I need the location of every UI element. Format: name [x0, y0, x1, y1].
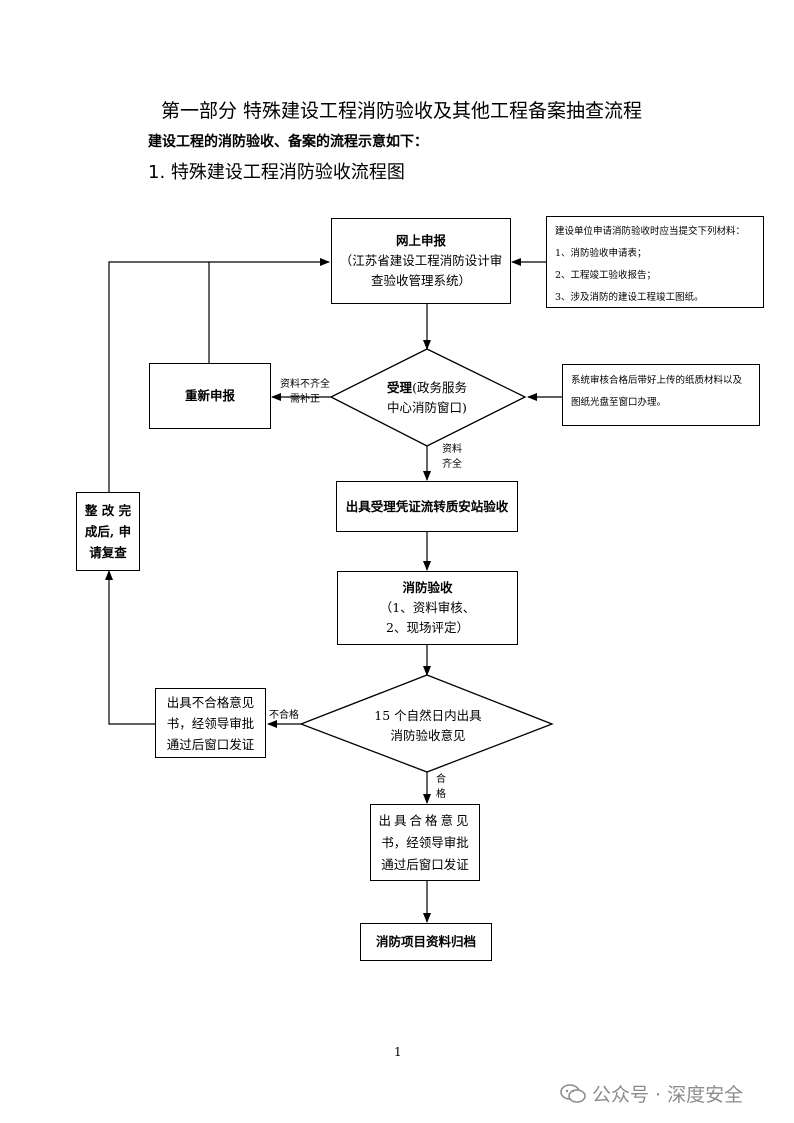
fail-label: 不合格	[269, 710, 299, 721]
pass-line1-text: 出具合格意见	[378, 812, 472, 828]
accept-text: 受理(政务服务 中心消防窗口)	[351, 378, 503, 418]
online-line1: （江苏省建设工程消防设计审	[339, 253, 503, 268]
inspection-title: 消防验收	[402, 580, 453, 595]
page-subtitle: 建设工程的消防验收、备案的流程示意如下：	[148, 134, 428, 150]
materials-intro: 建设单位申请消防验收时应当提交下列材料：	[555, 226, 746, 237]
watermark: 公众号 · 深度安全	[560, 1080, 743, 1107]
materials-item-1: 1、消防验收申请表；	[555, 248, 647, 259]
fail-line3: 通过后窗口发证	[166, 736, 255, 752]
complete-line1: 资料	[442, 444, 462, 455]
online-line2: 查验收管理系统）	[370, 273, 471, 288]
online-title: 网上申报	[395, 233, 446, 248]
complete-line2: 齐全	[442, 459, 462, 470]
online-application-box: 网上申报 （江苏省建设工程消防设计审 查验收管理系统）	[331, 218, 511, 304]
arrow-reapply-to-online	[208, 258, 330, 363]
inspection-line2: 2、现场评定）	[386, 620, 469, 635]
fail-opinion-box: 出具不合格意见 书，经领导审批 通过后窗口发证	[155, 688, 266, 758]
reapply-box: 重新申报	[149, 363, 271, 429]
transfer-box: 出具受理凭证流转质安站验收	[336, 481, 518, 532]
incomplete-line1: 资料不齐全	[280, 379, 330, 390]
fail-line1: 出具不合格意见	[166, 694, 255, 710]
rectify-line2: 成后, 申	[84, 524, 132, 539]
materials-item-2: 2、工程竣工验收报告；	[555, 270, 657, 281]
decision-line2: 消防验收意见	[390, 728, 466, 743]
transfer-title: 出具受理凭证流转质安站验收	[345, 498, 509, 514]
accept-line2: 中心消防窗口)	[387, 400, 467, 415]
section-title: 1. 特殊建设工程消防验收流程图	[148, 162, 405, 183]
wechat-icon	[560, 1083, 586, 1104]
reapply-title: 重新申报	[184, 388, 235, 403]
pass-opinion-box: 出具合格意见 书，经领导审批 通过后窗口发证	[370, 804, 480, 881]
inspection-line1: （1、资料审核、	[379, 600, 476, 615]
pass-line2: 格	[436, 789, 446, 800]
system-note-text: 系统审核合格后带好上传的纸质材料以及图纸光盘至窗口办理。	[571, 375, 743, 408]
arrow-fail-to-rectify	[105, 570, 155, 725]
rectify-line3: 请复查	[89, 545, 127, 560]
rectify-line1: 整 改 完	[84, 503, 132, 518]
pass-line3-text: 通过后窗口发证	[381, 856, 469, 872]
system-note: 系统审核合格后带好上传的纸质材料以及图纸光盘至窗口办理。	[562, 364, 760, 426]
archive-box: 消防项目资料归档	[360, 923, 492, 961]
pass-line1: 合	[436, 774, 446, 785]
arrow-rectify-to-online	[108, 261, 209, 492]
accept-diamond	[329, 348, 527, 447]
accept-title-rest: (政务服务	[412, 380, 467, 395]
inspection-box: 消防验收 （1、资料审核、 2、现场评定）	[337, 571, 518, 645]
pass-label: 合 格	[434, 772, 448, 802]
accept-title: 受理	[387, 380, 413, 395]
archive-title: 消防项目资料归档	[375, 934, 476, 949]
page-number: 1	[394, 1045, 402, 1059]
pass-line2-text: 书，经领导审批	[381, 834, 469, 850]
decision-diamond	[299, 674, 554, 773]
materials-note: 建设单位申请消防验收时应当提交下列材料： 1、消防验收申请表； 2、工程竣工验收…	[546, 216, 764, 308]
watermark-text: 公众号 · 深度安全	[592, 1084, 744, 1106]
page-title: 第一部分 特殊建设工程消防验收及其他工程备案抽查流程	[161, 100, 643, 122]
rectify-box: 整 改 完 成后, 申 请复查	[76, 492, 140, 571]
fail-line2: 书，经领导审批	[166, 715, 255, 731]
incomplete-line2: 需补正	[290, 394, 320, 405]
decision-line1: 15 个自然日内出具	[374, 708, 482, 723]
materials-item-3: 3、涉及消防的建设工程竣工图纸。	[555, 292, 704, 303]
complete-label: 资料 齐全	[437, 442, 467, 472]
incomplete-label: 资料不齐全 需补正	[276, 377, 334, 407]
decision-text: 15 个自然日内出具 消防验收意见	[352, 706, 504, 746]
